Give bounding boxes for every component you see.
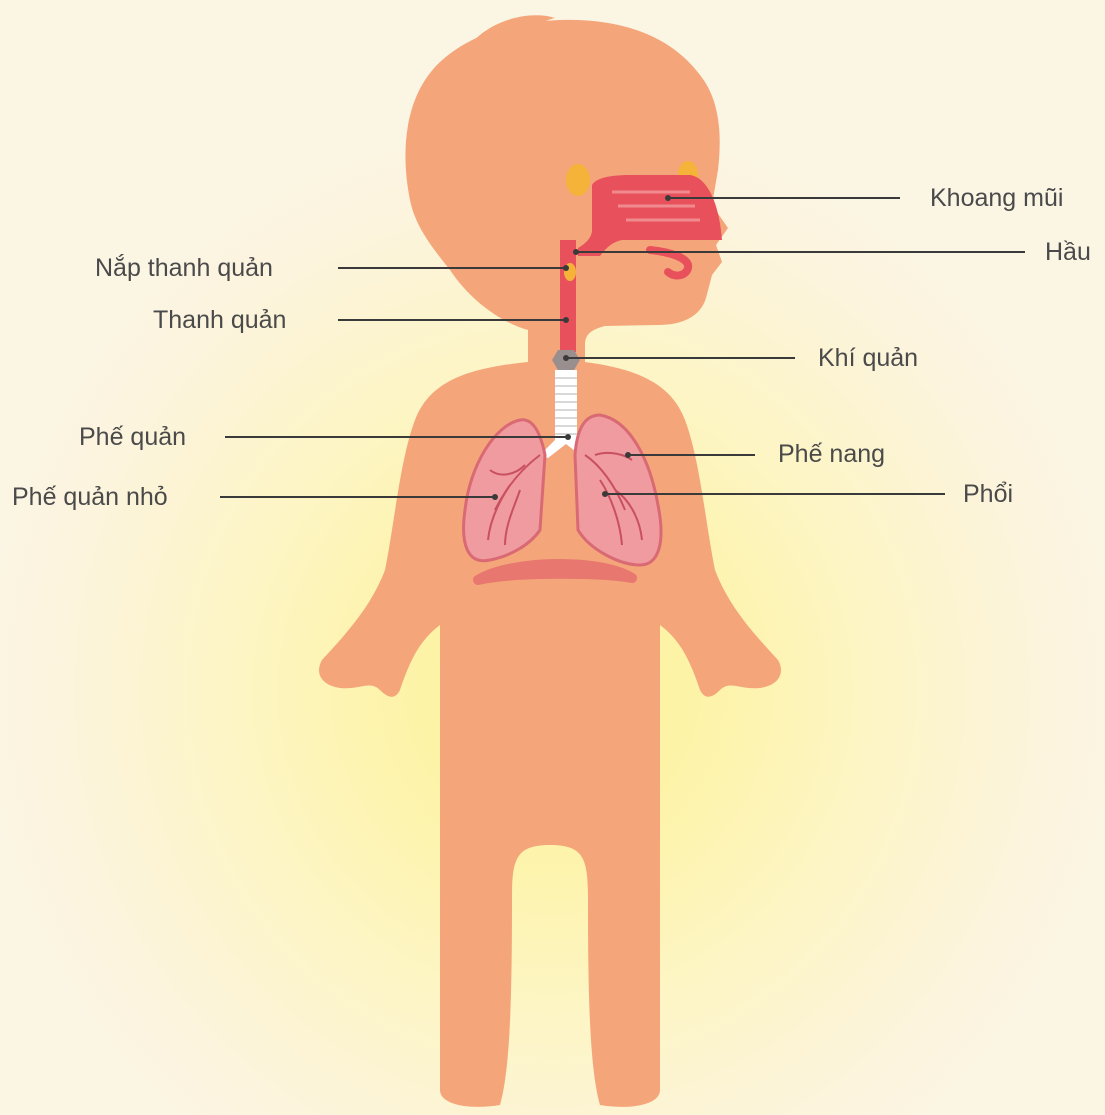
label-nap-thanh-quan: Nắp thanh quản <box>95 253 273 283</box>
diaphragm <box>478 564 632 580</box>
label-thanh-quan: Thanh quản <box>153 305 286 335</box>
label-phe-quan: Phế quản <box>79 422 186 452</box>
pharynx <box>560 240 576 352</box>
label-hau: Hầu <box>1045 237 1091 267</box>
label-khi-quan: Khí quản <box>818 343 918 373</box>
body <box>319 362 781 1107</box>
label-phe-quan-nho: Phế quản nhỏ <box>12 482 168 512</box>
label-khoang-mui: Khoang mũi <box>930 183 1063 213</box>
label-phe-nang: Phế nang <box>778 439 885 469</box>
ear-left <box>566 164 590 196</box>
label-phoi: Phổi <box>963 479 1013 509</box>
